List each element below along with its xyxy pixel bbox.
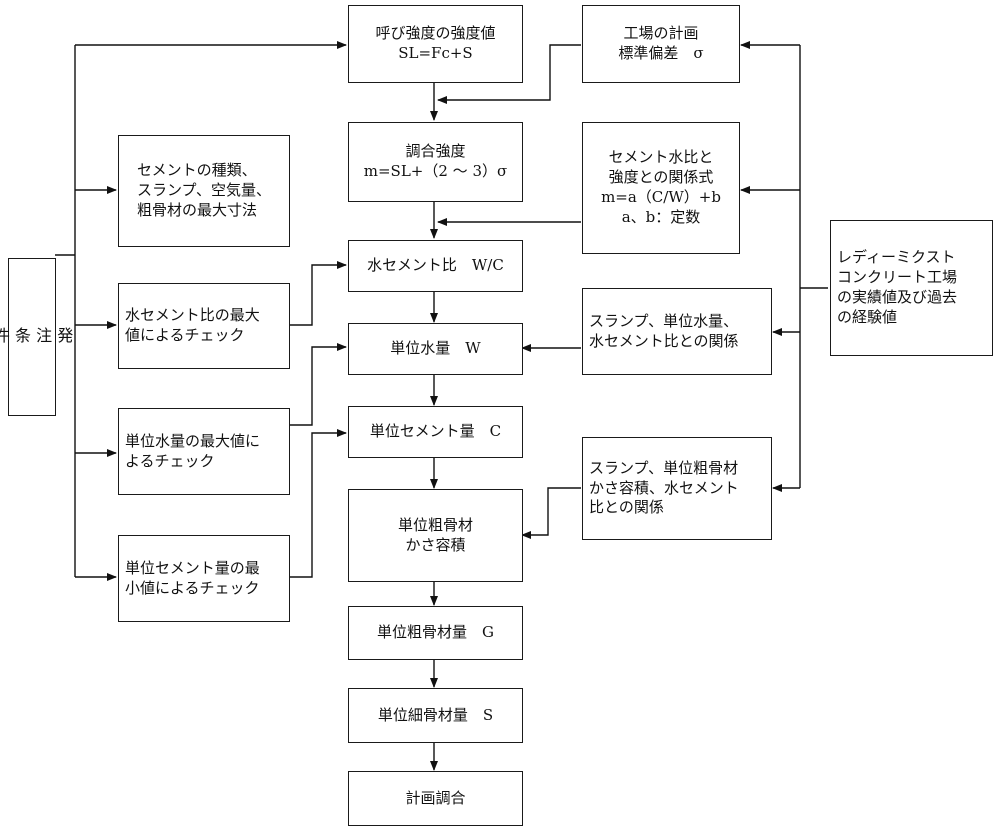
- unit-cement-label: 単位セメント量 C: [369, 422, 502, 441]
- cement-type-label: セメントの種類、 スランプ、空気量、 粗骨材の最大寸法: [136, 161, 272, 219]
- unit-cement-box: 単位セメント量 C: [348, 406, 523, 458]
- water-max-check-box: 単位水量の最大値に よるチェック: [118, 408, 290, 495]
- cwr-relation-box: セメント水比と 強度との関係式 m=a（C/W）+b a、b：定数: [582, 122, 740, 254]
- unit-fine-label: 単位細骨材量 S: [377, 705, 494, 724]
- wc-max-check-box: 水セメント比の最大 値によるチェック: [118, 283, 290, 369]
- slump-coarse-relation-label: スランプ、単位粗骨材 かさ容積、水セメント 比との関係: [589, 458, 739, 517]
- cwr-relation-label: セメント水比と 強度との関係式 m=a（C/W）+b a、b：定数: [601, 148, 721, 226]
- water-cement-ratio-box: 水セメント比 W/C: [348, 240, 523, 292]
- wc-max-check-label: 水セメント比の最大 値によるチェック: [125, 306, 260, 344]
- cement-type-box: セメントの種類、 スランプ、空気量、 粗骨材の最大寸法: [118, 135, 290, 247]
- arrow-cement-check-to-cement: [290, 429, 347, 578]
- planned-mix-label: 計画調合: [405, 788, 466, 807]
- ready-mix-record-box: レディーミクスト コンクリート工場 の実績値及び過去 の経験値: [830, 220, 993, 356]
- slump-coarse-relation-box: スランプ、単位粗骨材 かさ容積、水セメント 比との関係: [582, 437, 772, 540]
- nominal-strength-label: 呼び強度の強度値 SL=Fc+S: [375, 24, 496, 62]
- unit-coarse-box: 単位粗骨材量 G: [348, 606, 523, 660]
- arrow-water-check-to-water: [290, 343, 347, 426]
- slump-water-relation-box: スランプ、単位水量、 水セメント比との関係: [582, 288, 772, 375]
- ready-mix-record-label: レディーミクスト コンクリート工場 の実績値及び過去 の経験値: [837, 248, 958, 326]
- unit-coarse-label: 単位粗骨材量 G: [377, 623, 494, 642]
- water-cement-ratio-label: 水セメント比 W/C: [367, 256, 504, 275]
- water-max-check-label: 単位水量の最大値に よるチェック: [125, 431, 261, 470]
- planned-mix-box: 計画調合: [348, 771, 523, 826]
- order-conditions-label: 発 注 条 件: [0, 327, 74, 347]
- order-conditions-box: 発 注 条 件: [0, 258, 73, 416]
- mix-strength-box: 調合強度 m=SL+（2 〜 3）σ: [348, 122, 523, 202]
- slump-water-relation-label: スランプ、単位水量、 水セメント比との関係: [589, 311, 739, 350]
- cement-min-check-box: 単位セメント量の最 小値によるチェック: [118, 535, 290, 622]
- plant-std-dev-label: 工場の計画 標準偏差 σ: [618, 24, 704, 62]
- coarse-bulk-volume-box: 単位粗骨材 かさ容積: [348, 489, 523, 582]
- nominal-strength-box: 呼び強度の強度値 SL=Fc+S: [348, 5, 523, 83]
- arrow-std-dev-to-flow: [437, 44, 581, 104]
- mix-strength-label: 調合強度 m=SL+（2 〜 3）σ: [363, 142, 508, 180]
- unit-fine-box: 単位細骨材量 S: [348, 688, 523, 743]
- arrow-wc-check-to-wc: [290, 261, 347, 326]
- coarse-bulk-volume-label: 単位粗骨材 かさ容積: [397, 515, 473, 554]
- cement-min-check-label: 単位セメント量の最 小値によるチェック: [125, 558, 260, 597]
- unit-water-label: 単位水量 W: [390, 339, 481, 358]
- plant-std-dev-box: 工場の計画 標準偏差 σ: [582, 5, 740, 83]
- unit-water-box: 単位水量 W: [348, 323, 523, 375]
- arrow-slump-coarse-to-bulk: [521, 487, 581, 539]
